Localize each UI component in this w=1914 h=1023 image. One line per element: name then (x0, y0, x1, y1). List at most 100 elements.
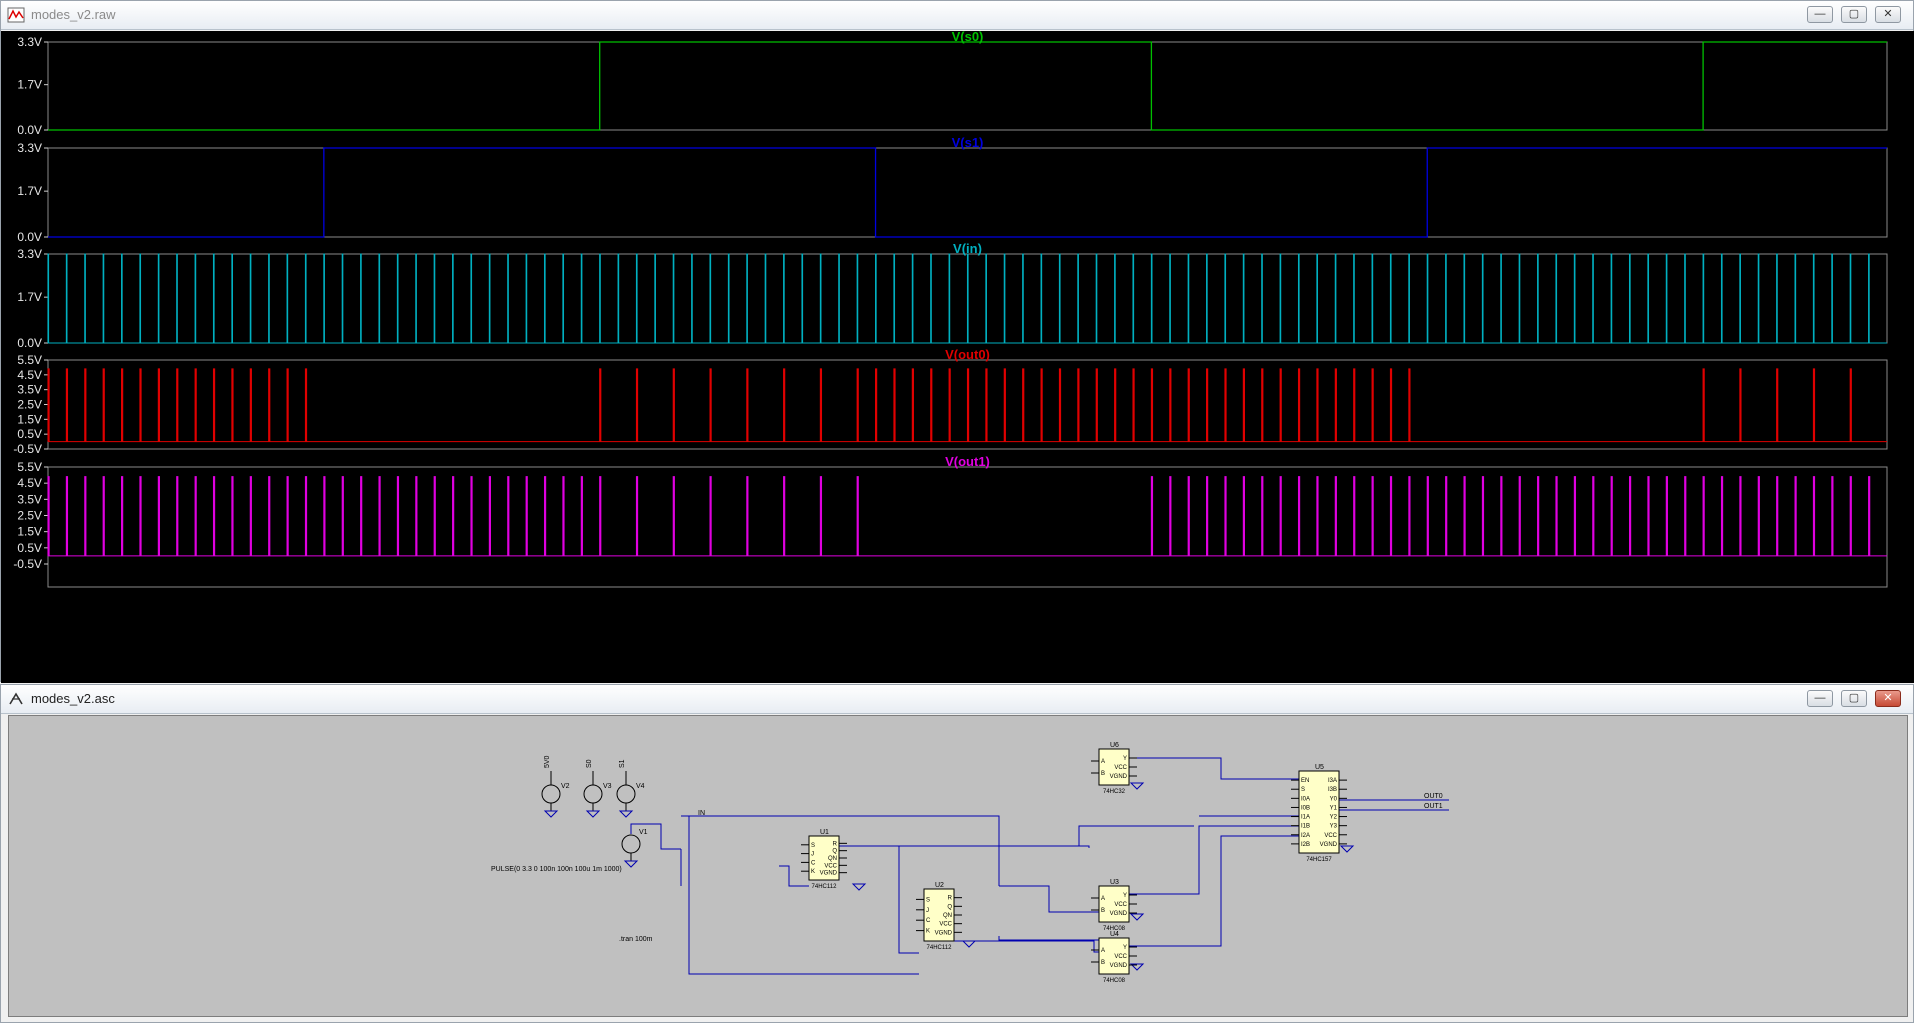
pin-label: VGND (1110, 774, 1128, 780)
pin-label: VCC (939, 922, 952, 928)
ground-icon (618, 810, 634, 818)
v3-label: V3 (603, 783, 612, 790)
chip-part: 74HC08 (1103, 978, 1126, 984)
series-pulses (47, 368, 1852, 442)
pin-label: S (1301, 787, 1305, 793)
schematic-canvas[interactable]: V2 5V0 V3 S0 V4 S1 V1 (8, 715, 1908, 1017)
minimize-button[interactable]: — (1807, 6, 1833, 23)
pin-label: B (1101, 908, 1105, 914)
pin-label: A (1101, 948, 1105, 954)
schematic-titlebar[interactable]: modes_v2.asc — ▢ ✕ (1, 685, 1913, 714)
chip-u5[interactable]: U574HC157ENSI0AI0BI1AI1BI2AI2BI3AI3BY0Y1… (1291, 764, 1347, 863)
pin-label: I2A (1301, 833, 1310, 839)
y-tick-label: 4.5V (17, 476, 42, 490)
pane-4[interactable]: V(out1)5.5V4.5V3.5V2.5V1.5V0.5V-0.5V (13, 454, 1888, 588)
y-tick-label: 3.5V (17, 492, 42, 506)
y-tick-label: -0.5V (13, 442, 42, 456)
ic-components: U674HC32ABYVCCVGNDU574HC157ENSI0AI0BI1AI… (801, 742, 1347, 984)
wire (999, 845, 1090, 848)
pin-label: I1A (1301, 815, 1310, 821)
close-button[interactable]: ✕ (1875, 6, 1901, 23)
pin-label: R (948, 896, 953, 902)
maximize-button[interactable]: ▢ (1841, 690, 1867, 707)
wire (998, 936, 1099, 941)
pin-label: QN (943, 913, 952, 919)
schematic-app-icon (9, 692, 23, 705)
y-tick-label: 1.5V (17, 412, 42, 426)
pin-label: VCC (1114, 954, 1127, 960)
v2-net-label: 5V0 (544, 755, 551, 768)
chip-ref: U6 (1110, 742, 1119, 749)
waveform-plots[interactable]: V(s0)3.3V1.7V0.0VV(s1)3.3V1.7V0.0VV(in)3… (1, 31, 1914, 683)
chip-ref: U3 (1110, 879, 1119, 886)
v4-label: V4 (636, 783, 645, 790)
pin-label: Y0 (1330, 796, 1338, 802)
chip-part: 74HC157 (1306, 857, 1332, 863)
y-tick-label: 0.0V (17, 230, 42, 244)
pane-1[interactable]: V(s1)3.3V1.7V0.0V (17, 135, 1888, 244)
pin-label: Q (832, 849, 837, 855)
pane-title: V(out0) (945, 347, 990, 362)
pane-title: V(out1) (945, 454, 990, 469)
v2-label: V2 (561, 783, 570, 790)
voltage-source-v1[interactable]: V1 (621, 829, 648, 861)
chip-body (808, 835, 840, 881)
y-tick-label: 1.7V (17, 78, 42, 92)
out0-label: OUT0 (1424, 793, 1443, 800)
schematic-wires (630, 757, 1449, 975)
chip-ref: U4 (1110, 931, 1119, 938)
pin-label: Y2 (1330, 815, 1338, 821)
net-in-label: IN (698, 810, 705, 817)
pane-3[interactable]: V(out0)5.5V4.5V3.5V2.5V1.5V0.5V-0.5V (13, 347, 1888, 456)
y-tick-label: 0.0V (17, 336, 42, 350)
waveform-titlebar[interactable]: modes_v2.raw — ▢ ✕ (1, 1, 1913, 30)
y-tick-label: 3.3V (17, 247, 42, 261)
ground-icon (851, 883, 867, 891)
wire (689, 815, 1000, 886)
schematic-drawing[interactable]: V2 5V0 V3 S0 V4 S1 V1 (9, 716, 1907, 1016)
pin-label: S (926, 897, 930, 903)
chip-part: 74HC32 (1103, 789, 1126, 795)
pin-label: I1B (1301, 824, 1310, 830)
wire (779, 865, 809, 887)
maximize-button[interactable]: ▢ (1841, 6, 1867, 23)
minimize-button[interactable]: — (1807, 690, 1833, 707)
ground-icon (1129, 782, 1145, 790)
waveform-app-icon (7, 7, 25, 23)
wire (999, 885, 1099, 913)
y-tick-label: 5.5V (17, 353, 42, 367)
voltage-source-v2[interactable]: V2 5V0 (541, 755, 570, 811)
voltage-source-v3[interactable]: V3 S0 (583, 759, 612, 811)
wire (681, 815, 919, 975)
pin-label: B (1101, 960, 1105, 966)
v4-net-label: S1 (619, 759, 626, 768)
pane-title: V(in) (953, 241, 982, 256)
ground-icon (1129, 963, 1145, 971)
series-pulses (47, 476, 1871, 556)
y-tick-label: 5.5V (17, 460, 42, 474)
pin-label: VGND (1110, 963, 1128, 969)
voltage-source-v4[interactable]: V4 S1 (616, 759, 645, 811)
pin-label: J (811, 852, 814, 858)
tran-directive: .tran 100m (619, 936, 653, 943)
pin-label: VCC (1114, 765, 1127, 771)
pin-label: Y (1123, 756, 1127, 762)
pane-2[interactable]: V(in)3.3V1.7V0.0V (17, 241, 1888, 350)
y-tick-label: 1.7V (17, 184, 42, 198)
pin-label: VCC (824, 863, 837, 869)
ground-symbols (543, 782, 1355, 971)
y-tick-label: 2.5V (17, 398, 42, 412)
y-tick-label: 0.5V (17, 541, 42, 555)
pin-label: K (811, 869, 815, 875)
chip-body (1298, 770, 1340, 854)
series-line (48, 147, 1887, 238)
pin-label: K (926, 929, 930, 935)
close-button[interactable]: ✕ (1875, 690, 1901, 707)
pane-0[interactable]: V(s0)3.3V1.7V0.0V (17, 31, 1888, 137)
